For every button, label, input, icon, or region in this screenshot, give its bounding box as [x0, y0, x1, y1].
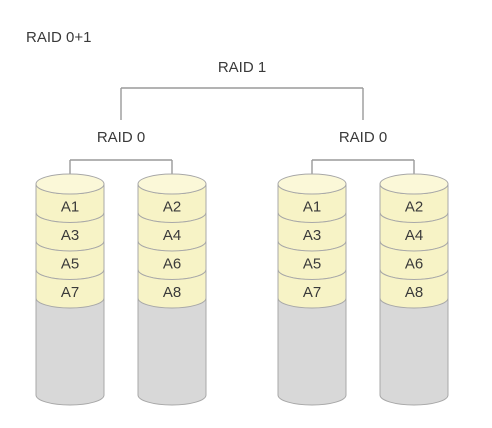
raid-1-label: RAID 1: [218, 59, 266, 76]
data-block-label: A7: [61, 284, 79, 301]
disk-top-cap: [137, 173, 207, 195]
disk-free-space: [379, 297, 449, 406]
disk-top-cap: [35, 173, 105, 195]
data-block-label: A3: [61, 227, 79, 244]
data-block-label: A1: [303, 198, 321, 215]
disk-free-space: [35, 297, 105, 406]
disk-free-space: [137, 297, 207, 406]
data-block: [137, 269, 207, 309]
disk-top-cap: [379, 173, 449, 195]
data-block-label: A5: [303, 255, 321, 272]
disk-top-cap: [277, 173, 347, 195]
data-block-label: A5: [61, 255, 79, 272]
data-block-label: A4: [405, 227, 423, 244]
raid-0-label: RAID 0: [339, 129, 387, 146]
data-block-label: A7: [303, 284, 321, 301]
raid-0-label: RAID 0: [97, 129, 145, 146]
data-block-label: A6: [405, 255, 423, 272]
data-block-label: A1: [61, 198, 79, 215]
disk-free-space: [277, 297, 347, 406]
data-block: [379, 269, 449, 309]
data-block-label: A6: [163, 255, 181, 272]
data-block: [277, 269, 347, 309]
data-block-label: A8: [405, 284, 423, 301]
connector-lines: [69, 87, 415, 186]
diagram-title: RAID 0+1: [26, 29, 91, 46]
data-block-label: A2: [163, 198, 181, 215]
data-block: [35, 269, 105, 309]
data-block-label: A4: [163, 227, 181, 244]
data-block-label: A3: [303, 227, 321, 244]
data-block-label: A2: [405, 198, 423, 215]
data-block-label: A8: [163, 284, 181, 301]
